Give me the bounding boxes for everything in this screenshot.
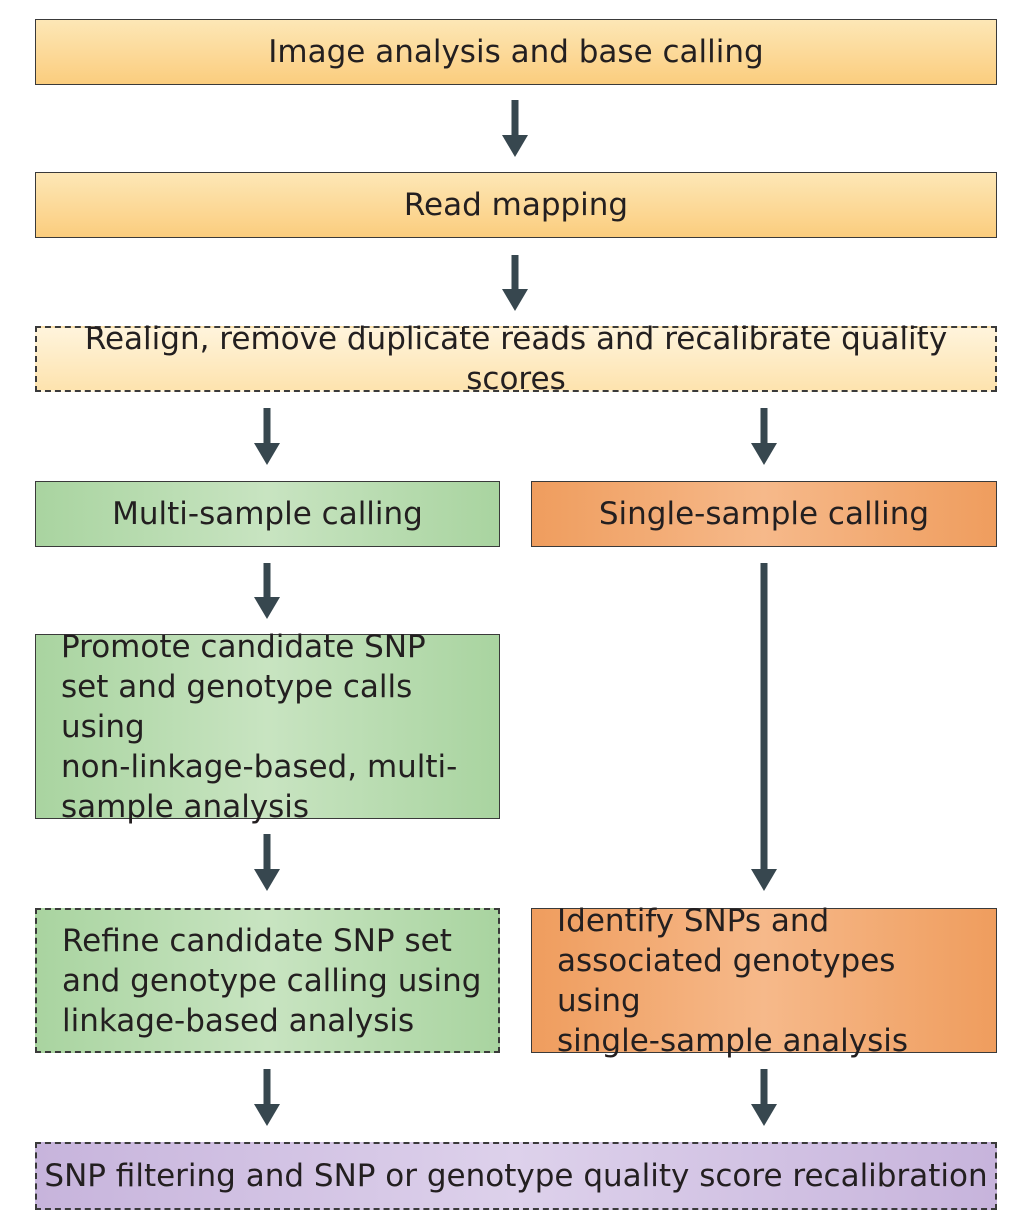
arrow-identify-to-filtering (751, 1069, 777, 1126)
multi-sample-calling-label: Multi-sample calling (112, 496, 423, 532)
identify-snps-box: Identify SNPs and associated genotypes u… (531, 903, 997, 1059)
arrow-image-to-read (502, 100, 528, 157)
image-analysis-label: Image analysis and base calling (268, 34, 764, 70)
realign-box: Realign, remove duplicate reads and reca… (35, 321, 997, 397)
arrow-refine-to-filtering (254, 1069, 280, 1126)
arrow-promote-to-refine (254, 834, 280, 891)
realign-label: Realign, remove duplicate reads and reca… (84, 321, 948, 397)
multi-sample-calling-box: Multi-sample calling (35, 481, 500, 547)
snp-filtering-label: SNP filtering and SNP or genotype qualit… (44, 1158, 988, 1194)
arrow-realign-to-multi (254, 408, 280, 465)
read-mapping-label: Read mapping (403, 187, 629, 223)
arrow-multi-to-promote (254, 563, 280, 619)
identify-snps-label: Identify SNPs and associated genotypes u… (557, 902, 909, 1059)
image-analysis-box: Image analysis and base calling (35, 19, 997, 85)
arrow-single-to-identify (751, 563, 777, 891)
refine-candidate-box: Refine candidate SNP set and genotype ca… (35, 908, 500, 1053)
promote-candidate-label: Promote candidate SNP set and genotype c… (61, 628, 458, 825)
single-sample-calling-box: Single-sample calling (531, 481, 997, 547)
read-mapping-box: Read mapping (35, 172, 997, 238)
arrow-read-to-realign (502, 255, 528, 311)
snp-filtering-box: SNP filtering and SNP or genotype qualit… (35, 1142, 997, 1210)
promote-candidate-box: Promote candidate SNP set and genotype c… (35, 629, 500, 825)
arrow-realign-to-single (751, 408, 777, 465)
refine-candidate-label: Refine candidate SNP set and genotype ca… (62, 922, 482, 1039)
single-sample-calling-label: Single-sample calling (598, 496, 930, 532)
